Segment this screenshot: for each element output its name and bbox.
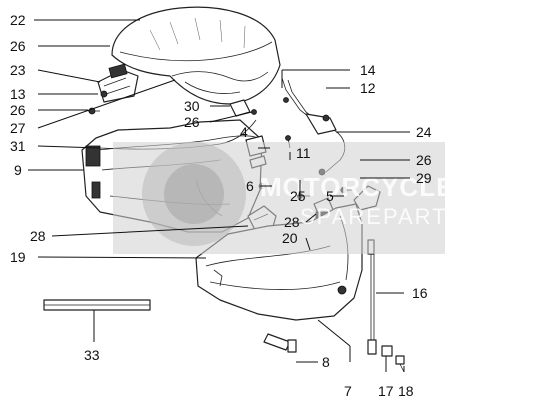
part-nut-17 — [381, 345, 393, 357]
callout-29: 29 — [416, 170, 432, 186]
callout-24: 24 — [416, 124, 432, 140]
callout-8: 8 — [322, 354, 330, 370]
part-top-cover — [111, 6, 281, 105]
callout-7: 7 — [344, 383, 352, 399]
callout-27: 27 — [10, 120, 26, 136]
callout-26: 26 — [10, 38, 26, 54]
part-strip-33 — [43, 299, 151, 311]
part-rod-16 — [367, 239, 377, 355]
callout-6: 6 — [246, 178, 254, 194]
callout-33: 33 — [84, 347, 100, 363]
callout-14: 14 — [360, 62, 376, 78]
callout-30: 30 — [184, 98, 200, 114]
callout-26: 26 — [416, 152, 432, 168]
part-bracket — [97, 63, 139, 103]
callout-31: 31 — [10, 138, 26, 154]
callout-26: 26 — [10, 102, 26, 118]
callout-labels: 22 26 23 13 26 27 31 9 30 26 14 12 24 4 … — [10, 12, 432, 399]
callout-25: 25 — [290, 188, 306, 204]
leader-lines — [28, 19, 410, 372]
watermark: MOTORCYCLE SPAREPARTS — [113, 142, 464, 254]
callout-19: 19 — [10, 249, 26, 265]
callout-28: 28 — [284, 214, 300, 230]
callout-20: 20 — [282, 230, 298, 246]
callout-12: 12 — [360, 80, 376, 96]
callout-18: 18 — [398, 383, 414, 399]
callout-23: 23 — [10, 62, 26, 78]
callout-4: 4 — [240, 124, 248, 140]
part-screw-8 — [263, 333, 297, 353]
part-screw-18 — [395, 355, 405, 373]
callout-5: 5 — [326, 188, 334, 204]
callout-13: 13 — [10, 86, 26, 102]
callout-16: 16 — [412, 285, 428, 301]
callout-9: 9 — [14, 162, 22, 178]
callout-11: 11 — [296, 145, 311, 161]
callout-17: 17 — [378, 383, 394, 399]
callout-26: 26 — [184, 114, 200, 130]
watermark-sub: SPAREPARTS — [300, 204, 464, 229]
watermark-brand: MOTORCYCLE — [260, 172, 454, 202]
callout-28: 28 — [30, 228, 46, 244]
callout-22: 22 — [10, 12, 26, 28]
